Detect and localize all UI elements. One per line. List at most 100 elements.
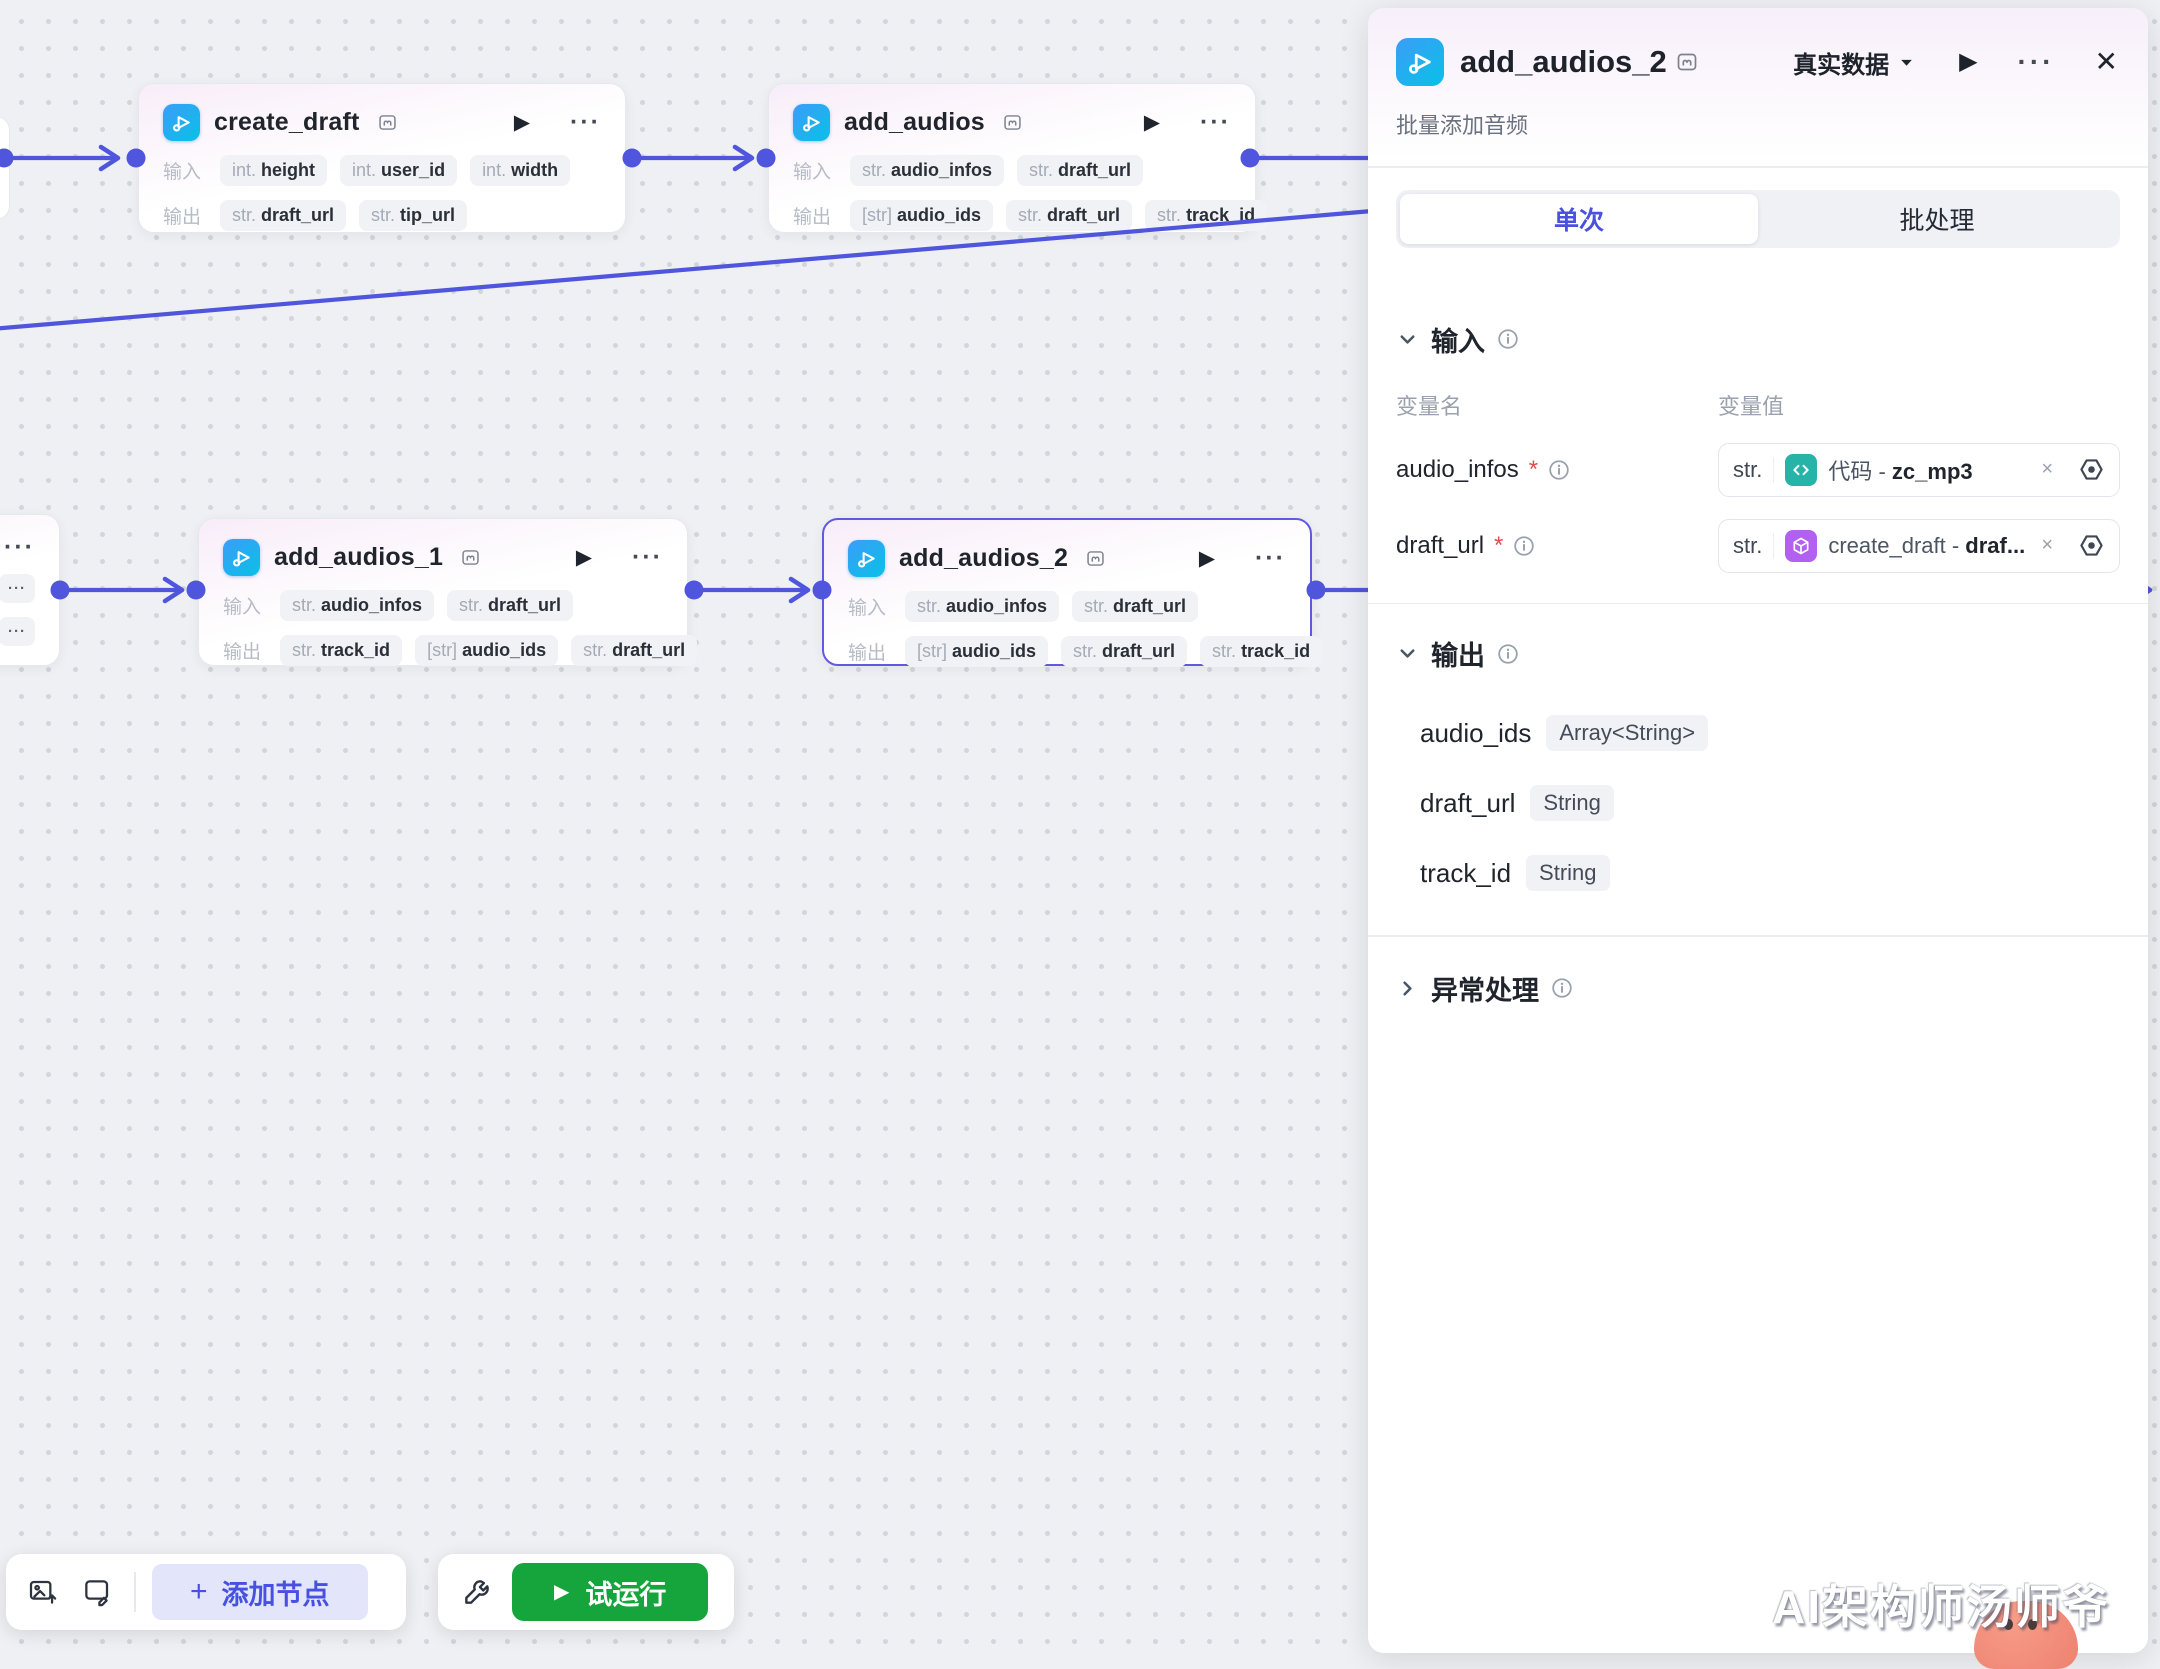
canvas-toolbar-right: ▶ 试运行: [438, 1554, 734, 1630]
node-type-icon: [163, 104, 200, 141]
param-type: str.: [1157, 205, 1182, 225]
output-type-badge: String: [1526, 855, 1610, 891]
row-label: 输入: [793, 162, 832, 183]
chevron-right-icon[interactable]: [1396, 977, 1419, 1000]
param-pill: str.draft_url: [1017, 155, 1144, 186]
info-icon[interactable]: [1551, 977, 1573, 999]
row-label: 输入: [223, 597, 262, 618]
node-more-icon[interactable]: ···: [4, 533, 35, 561]
node-more-icon[interactable]: ···: [1255, 544, 1286, 572]
param-type: str.: [1073, 641, 1098, 661]
node-run-icon[interactable]: ▶: [575, 546, 593, 569]
param-name: audio_ids: [897, 205, 982, 225]
panel-close-icon[interactable]: ✕: [2094, 46, 2118, 77]
param-pill: str.audio_infos: [905, 591, 1060, 622]
offscreen-node-edge: [0, 116, 10, 220]
node-title: add_audios_1: [274, 543, 444, 571]
tab-单次[interactable]: 单次: [1400, 193, 1758, 244]
node-input-row: ···: [0, 574, 59, 603]
value-reference-bold: zc_mp3: [1891, 458, 1973, 484]
divider: [1368, 166, 2148, 168]
required-asterisk: *: [1528, 455, 1539, 483]
param-pill: str.track_id: [1145, 200, 1268, 231]
param-name: draft_url: [1113, 596, 1187, 616]
info-icon[interactable]: [1513, 535, 1535, 557]
divider: [1368, 935, 2148, 937]
add-comment-icon[interactable]: [70, 1565, 124, 1619]
variable-value-field[interactable]: str.create_draft - draf...×: [1718, 518, 2120, 573]
chevron-down-icon[interactable]: [1396, 642, 1419, 665]
param-pill: str.audio_infos: [280, 590, 435, 621]
export-image-icon[interactable]: [16, 1565, 70, 1619]
info-icon[interactable]: [1497, 643, 1519, 665]
row-label: 输出: [848, 643, 887, 664]
output-name: draft_url: [1420, 787, 1516, 818]
param-type: [str]: [917, 641, 947, 661]
wrench-icon[interactable]: [450, 1565, 504, 1619]
reference-toggle-icon[interactable]: [2076, 530, 2107, 561]
add-node-label: 添加节点: [221, 1579, 330, 1610]
exception-section: 异常处理: [1368, 937, 2148, 1008]
param-name: draft_url: [488, 595, 562, 615]
chevron-down-icon[interactable]: [1396, 328, 1419, 351]
node-description: 批量添加音频: [1396, 113, 1529, 138]
param-type: int.: [482, 160, 507, 180]
add-node-button[interactable]: + 添加节点: [152, 1564, 368, 1620]
tab-批处理[interactable]: 批处理: [1899, 206, 1975, 235]
divider: [1368, 602, 2148, 604]
param-name: track_id: [321, 640, 391, 660]
node-output-row: ···: [0, 617, 59, 646]
param-name: track_id: [1186, 205, 1256, 225]
caret-down-icon: [1901, 59, 1912, 66]
output-type-badge: String: [1530, 785, 1614, 821]
node-type-icon: [793, 104, 830, 141]
param-name: audio_infos: [321, 595, 423, 615]
param-name: audio_infos: [946, 596, 1048, 616]
node-more-icon[interactable]: ···: [1200, 108, 1231, 136]
node-run-icon[interactable]: ▶: [513, 111, 531, 134]
remove-value-icon[interactable]: ×: [2041, 534, 2053, 556]
node-header: add_audios_1 ▶ ···: [199, 519, 687, 576]
edge-arrowhead: [98, 144, 121, 172]
run-play-icon: ▶: [554, 1581, 570, 1603]
panel-run-icon[interactable]: ▶: [1959, 48, 1978, 75]
node-config-panel: add_audios_2 真实数据 ▶ ··· ✕ 批量添加音频 单次批处理 输…: [1368, 8, 2148, 1653]
param-pill: [str]audio_ids: [850, 200, 994, 231]
node-run-icon[interactable]: ▶: [1143, 111, 1161, 134]
variable-name-text: draft_url: [1396, 531, 1485, 559]
input-row-audio_infos: audio_infos*str.代码 - zc_mp3×: [1396, 442, 2120, 497]
test-run-button[interactable]: ▶ 试运行: [512, 1563, 709, 1621]
variable-name-text: audio_infos: [1396, 455, 1519, 483]
param-pill: int.height: [220, 155, 328, 186]
package-box-icon: [1785, 529, 1818, 562]
param-name: draft_url: [1102, 641, 1176, 661]
plus-icon: +: [190, 1575, 208, 1608]
variable-value-field[interactable]: str.代码 - zc_mp3×: [1718, 442, 2120, 497]
param-pill: [str]audio_ids: [415, 635, 559, 666]
param-type: [str]: [427, 640, 458, 660]
panel-more-icon[interactable]: ···: [2017, 46, 2055, 77]
param-type: str.: [371, 205, 396, 225]
node-more-icon[interactable]: ···: [570, 108, 601, 136]
output-section-title: 输出: [1431, 641, 1485, 671]
node-more-icon[interactable]: ···: [632, 543, 663, 571]
remove-value-icon[interactable]: ×: [2041, 458, 2053, 480]
plugin-badge-icon: [1002, 112, 1023, 133]
node-run-icon[interactable]: ▶: [1198, 547, 1216, 570]
data-mode-dropdown[interactable]: 真实数据: [1793, 45, 1915, 80]
info-icon[interactable]: [1497, 328, 1519, 350]
reference-toggle-icon[interactable]: [2076, 454, 2107, 485]
node-type-icon: [1396, 38, 1444, 86]
workflow-node-partial[interactable]: ··· ··· ···: [0, 514, 60, 666]
info-icon[interactable]: [1548, 459, 1570, 481]
